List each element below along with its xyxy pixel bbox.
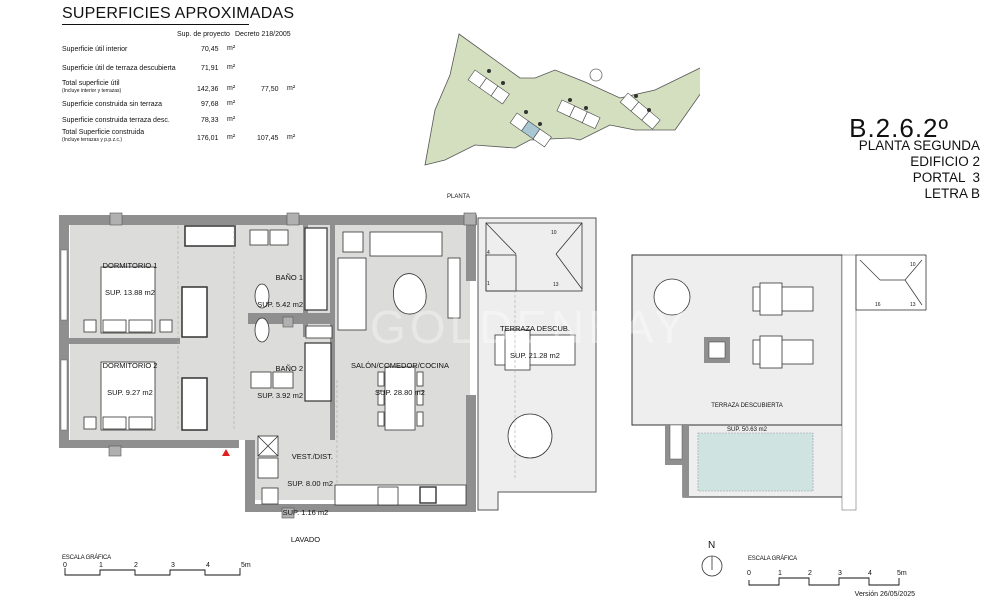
surface-row-decree: 77,50 xyxy=(261,86,279,93)
roof-stair-step-10: 10 xyxy=(910,262,916,268)
room-area: SUP. 13.88 m2 xyxy=(105,288,155,297)
scale-tick: 4 xyxy=(206,562,210,569)
room-area: SUP. 21.28 m2 xyxy=(510,351,560,360)
scale-tick: 2 xyxy=(134,562,138,569)
surface-row-unit: m² xyxy=(227,100,236,107)
surface-row-decree: 107,45 xyxy=(257,135,279,142)
surface-row-label: Total Superficie construida xyxy=(62,129,145,136)
room-area: SUP. 28.80 m2 xyxy=(375,388,425,397)
surface-row-unit: m² xyxy=(227,85,236,92)
surface-row-unit: m² xyxy=(227,134,236,141)
surface-row-project: 78,33 xyxy=(201,117,219,124)
surface-row-project: 176,01 xyxy=(197,135,219,142)
scale-tick: 5m xyxy=(241,562,251,569)
room-area: SUP. 8.00 m2 xyxy=(287,479,333,488)
room-salon: SALÓN/COMEDOR/COCINA SUP. 28.80 m2 xyxy=(345,343,455,406)
room-area: SUP. 1.16 m2 xyxy=(282,508,329,517)
surfaces-title: SUPERFICIES APROXIMADAS xyxy=(62,5,295,22)
room-terraza-descubierta: TERRAZA DESCUBIERTA SUP. 50.63 m2 xyxy=(692,386,802,442)
room-area: SUP. 3.92 m2 xyxy=(257,391,303,400)
scale-tick: 3 xyxy=(171,562,175,569)
room-vestibulo: VEST./DIST. SUP. 8.00 m2 xyxy=(278,434,333,497)
watermark: GOLDENBAY xyxy=(370,301,689,353)
unit-letter: LETRA B xyxy=(924,186,980,201)
version-label: Versión 26/05/2025 xyxy=(854,591,915,598)
room-dormitorio-2: DORMITORIO 2 SUP. 9.27 m2 xyxy=(95,343,165,406)
room-name: VEST./DIST. xyxy=(291,452,333,461)
surface-row-project: 97,68 xyxy=(201,101,219,108)
scale-right-label: ESCALA GRÁFICA xyxy=(748,556,797,562)
surface-row-sublabel: (Incluye terrazas y p.p.z.c.) xyxy=(62,137,123,143)
room-bano-1: BAÑO 1 SUP. 5.42 m2 xyxy=(245,255,303,318)
room-terraza: TERRAZA DESCUB. SUP. 21.28 m2 xyxy=(495,306,575,369)
room-name: TERRAZA DESCUBIERTA xyxy=(711,403,783,409)
plan-label: PLANTA xyxy=(447,194,470,200)
room-area: SUP. 5.42 m2 xyxy=(257,300,303,309)
stair-step-4: 4 xyxy=(487,250,490,256)
surface-row-decree-unit: m² xyxy=(287,134,296,141)
roof-stair-step-13: 13 xyxy=(910,302,916,308)
surface-row-decree-unit: m² xyxy=(287,85,296,92)
surface-row-project: 70,45 xyxy=(201,46,219,53)
scale-tick: 0 xyxy=(747,570,751,577)
room-name: BAÑO 2 xyxy=(275,364,303,373)
north-label: N xyxy=(708,540,716,551)
scale-left-label: ESCALA GRÁFICA xyxy=(62,555,111,561)
room-name: DORMITORIO 2 xyxy=(102,361,158,370)
surface-row-label: Superficie útil interior xyxy=(62,46,128,53)
surface-row-label: Superficie construida terraza desc. xyxy=(62,117,170,124)
room-area: SUP. 9.27 m2 xyxy=(107,388,153,397)
surface-row-label: Superficie útil de terraza descubierta xyxy=(62,65,176,72)
room-bano-2: BAÑO 2 SUP. 3.92 m2 xyxy=(245,346,303,409)
scale-tick: 1 xyxy=(778,570,782,577)
title-divider xyxy=(62,24,249,25)
room-name: LAVADO xyxy=(290,535,321,544)
room-name: DORMITORIO 1 xyxy=(102,261,158,270)
scale-tick: 0 xyxy=(63,562,67,569)
surface-row-project: 142,36 xyxy=(197,86,219,93)
room-dormitorio-1: DORMITORIO 1 SUP. 13.88 m2 xyxy=(95,243,165,306)
surface-row-label: Superficie construida sin terraza xyxy=(62,101,162,108)
scale-tick: 2 xyxy=(808,570,812,577)
room-lavado: SUP. 1.16 m2 LAVADO xyxy=(278,490,333,553)
site-plan-map xyxy=(424,33,700,166)
scale-tick: 3 xyxy=(838,570,842,577)
unit-floor: PLANTA SEGUNDA xyxy=(858,138,980,153)
stair-step-10: 10 xyxy=(551,230,557,236)
scale-tick: 4 xyxy=(868,570,872,577)
room-name: TERRAZA DESCUB. xyxy=(499,324,570,333)
room-area: SUP. 50.63 m2 xyxy=(727,427,767,433)
column-header-decree: Decreto 218/2005 xyxy=(235,31,291,38)
stair-step-13: 13 xyxy=(553,282,559,288)
surface-row-project: 71,91 xyxy=(201,65,219,72)
unit-info: PLANTA SEGUNDA EDIFICIO 2 PORTAL 3 LETRA… xyxy=(859,138,980,202)
unit-building: EDIFICIO 2 xyxy=(910,154,980,169)
surface-row-sublabel: (Incluye interior y terrazas) xyxy=(62,88,122,94)
scale-tick: 1 xyxy=(99,562,103,569)
room-name: SALÓN/COMEDOR/COCINA xyxy=(351,361,449,370)
surface-row-label: Total superficie útil xyxy=(62,80,120,87)
unit-portal: PORTAL 3 xyxy=(912,170,980,185)
surface-row-unit: m² xyxy=(227,45,236,52)
stair-step-1: 1 xyxy=(487,281,490,287)
surface-row-unit: m² xyxy=(227,64,236,71)
room-name: BAÑO 1 xyxy=(275,273,303,282)
roof-stair-step-16: 16 xyxy=(875,302,881,308)
scale-tick: 5m xyxy=(897,570,907,577)
column-header-project: Sup. de proyecto xyxy=(177,31,230,38)
surface-row-unit: m² xyxy=(227,116,236,123)
unit-code: B.2.6.2º xyxy=(849,113,949,143)
